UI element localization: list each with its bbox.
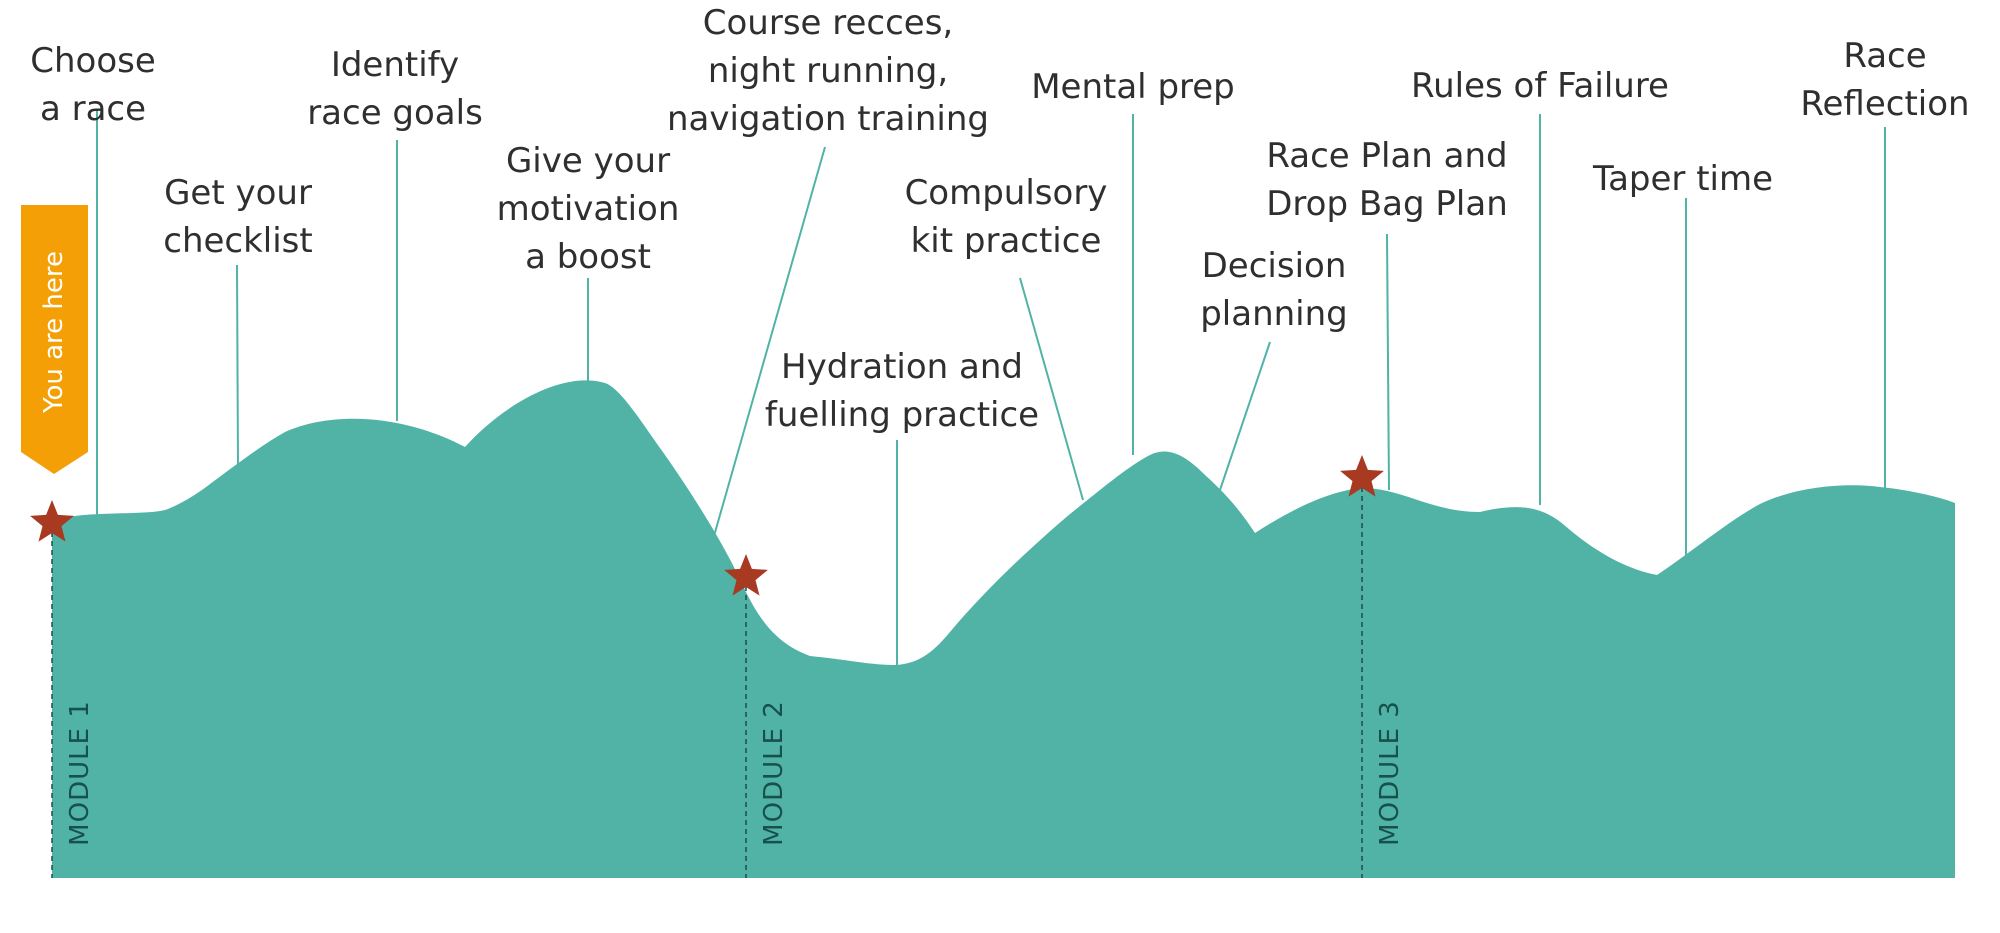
you-are-here-label: You are here	[39, 251, 69, 414]
decision-planning-label-line: Decision	[1202, 246, 1347, 286]
choose-race-label-line: Choose	[30, 41, 156, 81]
compulsory-kit-label: Compulsory kit practice	[905, 173, 1108, 261]
motivation-boost-label: Give your motivation a boost	[497, 141, 680, 277]
decision-planning-leader-line	[1219, 341, 1271, 491]
mental-prep-label-line: Mental prep	[1031, 67, 1235, 107]
taper-time-label-line: Taper time	[1592, 159, 1773, 199]
race-plan-label-line: Race Plan and	[1266, 136, 1507, 176]
compulsory-kit-label-line: kit practice	[911, 221, 1102, 261]
compulsory-kit-label-line: Compulsory	[905, 173, 1108, 213]
course-recces-label-line: night running,	[708, 51, 948, 91]
race-reflection-label-line: Reflection	[1800, 84, 1969, 124]
identify-goals-label-line: Identify	[331, 45, 459, 85]
get-checklist-label-line: Get your	[164, 173, 312, 213]
hydration-fuelling-label-line: Hydration and	[781, 347, 1023, 387]
get-checklist-label: Get your checklist	[163, 173, 312, 261]
choose-race-label: Choose a race	[30, 41, 156, 129]
mental-prep-label: Mental prep	[1031, 67, 1235, 107]
motivation-boost-label-line: Give your	[506, 141, 670, 181]
identify-goals-label: Identify race goals	[307, 45, 483, 133]
course-recces-label-line: Course recces,	[703, 3, 953, 43]
motivation-boost-label-line: motivation	[497, 189, 680, 229]
identify-goals-label-line: race goals	[307, 93, 483, 133]
choose-race-label-line: a race	[40, 89, 146, 129]
rules-failure-label-line: Rules of Failure	[1411, 66, 1669, 106]
decision-planning-label-line: planning	[1200, 294, 1348, 334]
rules-failure-label: Rules of Failure	[1411, 66, 1669, 106]
hydration-fuelling-label: Hydration and fuelling practice	[765, 347, 1039, 435]
decision-planning-label: Decision planning	[1200, 246, 1348, 334]
taper-time-label: Taper time	[1592, 159, 1773, 199]
star-icon	[724, 554, 768, 596]
module-1-label: MODULE 1	[65, 700, 95, 846]
race-plan-leader-line	[1386, 233, 1390, 491]
terrain-profile	[52, 380, 1955, 878]
compulsory-kit-leader-line	[1019, 277, 1084, 501]
star-icon	[1340, 455, 1384, 497]
module-3-label: MODULE 3	[1375, 700, 1405, 846]
get-checklist-leader-line	[236, 264, 239, 469]
course-recces-label: Course recces, night running, navigation t…	[667, 3, 989, 139]
motivation-boost-label-line: a boost	[525, 237, 651, 277]
hydration-fuelling-label-line: fuelling practice	[765, 395, 1039, 435]
course-recces-label-line: navigation training	[667, 99, 989, 139]
you-are-here-banner	[21, 205, 88, 474]
race-plan-label-line: Drop Bag Plan	[1266, 184, 1508, 224]
race-reflection-label-line: Race	[1843, 36, 1926, 76]
you-are-here-marker: You are here	[21, 205, 88, 474]
get-checklist-label-line: checklist	[163, 221, 312, 261]
star-icon	[30, 500, 74, 542]
course-recces-leader-line	[711, 146, 826, 544]
module-2-label: MODULE 2	[759, 700, 789, 846]
